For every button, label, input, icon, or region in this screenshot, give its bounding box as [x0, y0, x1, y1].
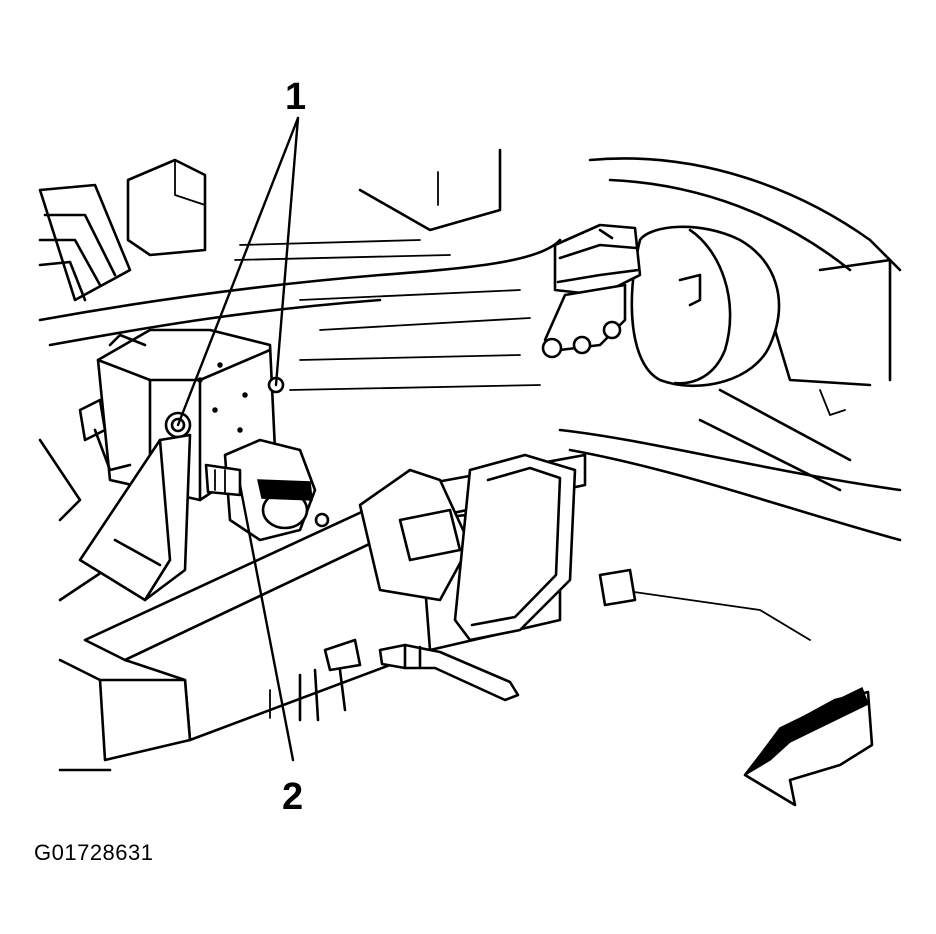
master-cylinder [541, 223, 642, 359]
brake-control-motor [204, 438, 330, 542]
callout-leaders [176, 116, 300, 762]
figure-id: G01728631 [34, 840, 154, 865]
body-structure [38, 148, 902, 772]
brake-line [378, 643, 520, 702]
front-direction-arrow-icon [743, 686, 874, 807]
callout-2: 2 [282, 776, 304, 818]
abs-mounting-bracket [78, 433, 192, 602]
frame-rail [83, 453, 637, 762]
brake-booster [630, 225, 781, 388]
callout-1: 1 [285, 76, 307, 118]
